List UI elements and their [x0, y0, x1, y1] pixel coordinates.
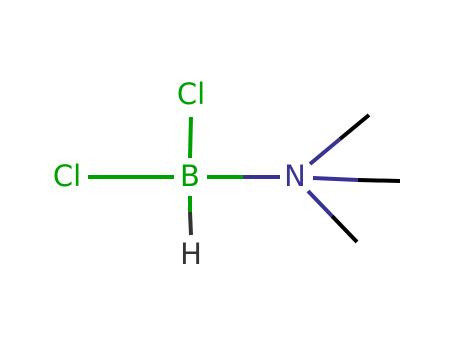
atom-hydrogen: H	[180, 237, 202, 271]
atom-cl-left: Cl	[53, 159, 81, 193]
bond-cl-b-top	[188, 116, 193, 159]
bond-n-methyl-lower	[306, 189, 359, 244]
atom-cl-top: Cl	[177, 77, 205, 111]
bond-n-methyl-upper	[308, 113, 371, 166]
atom-nitrogen: N	[284, 159, 306, 193]
bond-b-h	[188, 196, 193, 236]
atom-boron: B	[180, 159, 200, 193]
bond-n-methyl-right	[312, 176, 401, 183]
